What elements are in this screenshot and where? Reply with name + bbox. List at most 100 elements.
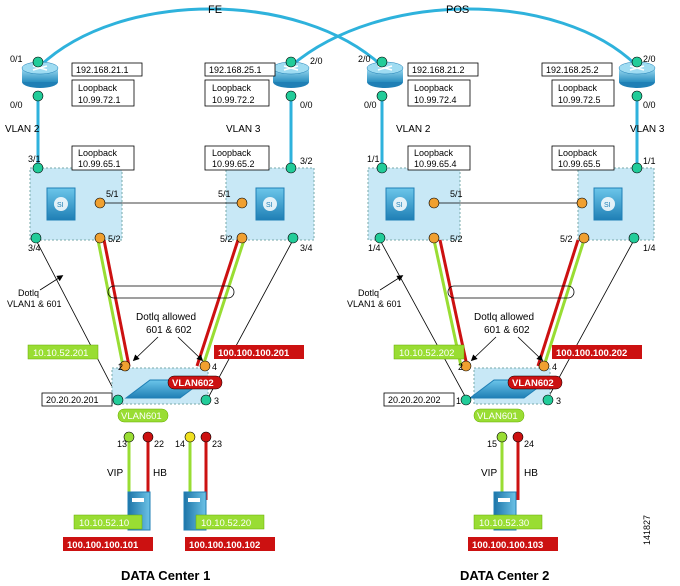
dc1-switch-1-icon: SI [46,187,76,221]
dc2-r2-port-bottom: 0/0 [643,100,656,110]
dc2-s1-loop-label: Loopback [414,148,454,158]
dc2-port-15: 15 [487,439,497,449]
dc1-dot1q-2: VLAN1 & 601 [7,299,62,309]
svg-text:SI: SI [396,202,403,209]
dc1-s2-loop-label: Loopback [212,148,252,158]
dc1-hb: HB [153,468,167,479]
dc1-dot1q-allowed-2: 601 & 602 [146,325,192,336]
dc2-r2-ip: 192.168.25.2 [546,65,599,75]
dc1-vlan601: VLAN601 [121,411,162,422]
dc1-port-22: 22 [154,439,164,449]
data-center-1: 0/1 0/0 2/0 0/0 192.168.21.1 Loopback 10… [5,54,323,583]
dc1-port-23: 23 [212,439,222,449]
data-center-2: 2/0 0/0 2/0 0/0 192.168.21.2 Loopback 10… [347,54,665,583]
dc1-r1-loop-label: Loopback [78,83,118,93]
dc2-switch-2-icon: SI [593,187,623,221]
dc2-r1-port-bottom: 0/0 [364,100,377,110]
dc1-r2-ip: 192.168.25.1 [209,65,262,75]
dc1-s1-p52: 5/2 [108,234,121,244]
dc1-s1-loop-ip: 10.99.65.1 [78,159,121,169]
dc2-s1-p34: 1/4 [368,243,381,253]
pos-label: POS [446,4,469,16]
dc1-s1-p34: 3/4 [28,243,41,253]
dc2-s1-p52: 5/2 [450,234,463,244]
dc1-switch1-box [29,167,123,241]
dc1-green-ip: 10.10.52.201 [33,348,88,359]
dc2-vlan-left: VLAN 2 [396,124,431,135]
dc1-r1-ip: 192.168.21.1 [76,65,129,75]
dc2-green-ip: 10.10.52.202 [399,348,454,359]
dc2-router-2-icon [618,61,656,88]
svg-text:SI: SI [604,202,611,209]
dc1-r2-loop-ip: 10.99.72.2 [212,95,255,105]
dc2-vlan601: VLAN601 [477,411,518,422]
dc1-server2-green: 10.10.52.20 [201,518,251,529]
dc1-r1-port-bottom: 0/0 [10,100,23,110]
dc2-r2-port-top: 2/0 [643,54,656,64]
dc1-s2-p51: 5/1 [218,189,231,199]
dc2-s2-port-top: 1/1 [643,156,656,166]
dc2-s1-loop-ip: 10.99.65.4 [414,159,457,169]
dc2-r1-loop-label: Loopback [414,83,454,93]
dc2-title: DATA Center 2 [460,568,549,583]
fe-link [38,7,384,68]
dc1-s1-port-top: 3/1 [28,154,41,164]
dc2-vlan602: VLAN602 [512,378,554,389]
wan-links: FE POS [38,4,639,68]
dc1-r2-loop-label: Loopback [212,83,252,93]
dc2-server-red: 100.100.100.103 [472,540,543,551]
dc1-s2-p34: 3/4 [300,243,313,253]
dc2-s2-p52: 5/2 [560,234,573,244]
dc2-dot1q-allowed-1: Dotlq allowed [474,312,534,323]
dc1-server2-red: 100.100.100.102 [189,540,260,551]
dc2-access-p4: 4 [552,362,557,372]
dc2-s1-p51: 5/1 [450,189,463,199]
dc1-switch-2-icon: SI [255,187,285,221]
dc2-dot1q-allowed-2: 601 & 602 [484,325,530,336]
pos-link [290,7,639,68]
dc2-access-p1: 1 [456,396,461,406]
dc1-router-1-icon [21,61,59,88]
dc1-vip: VIP [107,468,123,479]
dc1-mgmt-ip: 20.20.20.201 [46,395,99,405]
dc1-access-p4: 4 [212,362,217,372]
dc2-dot1q-1: Dotlq [358,288,379,298]
dc1-access-p2: 2 [118,362,123,372]
dc2-r1-loop-ip: 10.99.72.4 [414,95,457,105]
dc2-red-ip: 100.100.100.202 [556,348,627,359]
dc1-access-p3: 3 [214,396,219,406]
fe-label: FE [208,4,222,16]
dc2-access-p2: 2 [458,362,463,372]
dc2-r2-loop-ip: 10.99.72.5 [558,95,601,105]
dc2-s2-p34: 1/4 [643,243,656,253]
figure-id: 141827 [642,515,652,545]
svg-text:SI: SI [266,202,273,209]
dc2-mgmt-ip: 20.20.20.202 [388,395,441,405]
dc2-vlan-right: VLAN 3 [630,124,665,135]
dc2-s2-loop-ip: 10.99.65.5 [558,159,601,169]
dc2-dot1q-2: VLAN1 & 601 [347,299,402,309]
dc1-s2-port-top: 3/2 [300,156,313,166]
dc1-vlan-left: VLAN 2 [5,124,40,135]
svg-text:SI: SI [57,202,64,209]
dc1-r1-loop-ip: 10.99.72.1 [78,95,121,105]
dc1-vlan602: VLAN602 [172,378,214,389]
dc1-server1-red: 100.100.100.101 [67,540,139,551]
dc1-vlan-right: VLAN 3 [226,124,261,135]
dc1-s2-p52: 5/2 [220,234,233,244]
dc1-s2-loop-ip: 10.99.65.2 [212,159,255,169]
dc2-r1-port-top: 2/0 [358,54,371,64]
dc1-r2-port-top: 2/0 [310,56,323,66]
dc1-dot1q-1: Dotlq [18,288,39,298]
dc2-access-p3: 3 [556,396,561,406]
dc2-switch-1-icon: SI [385,187,415,221]
dc2-server-green: 10.10.52.30 [479,518,529,529]
dc1-s1-loop-label: Loopback [78,148,118,158]
dc2-s2-loop-label: Loopback [558,148,598,158]
dc1-s1-p51: 5/1 [106,189,119,199]
dc2-s1-port-top: 1/1 [367,154,380,164]
dc1-port-13: 13 [117,439,127,449]
dc2-r2-loop-label: Loopback [558,83,598,93]
dc1-title: DATA Center 1 [121,568,210,583]
